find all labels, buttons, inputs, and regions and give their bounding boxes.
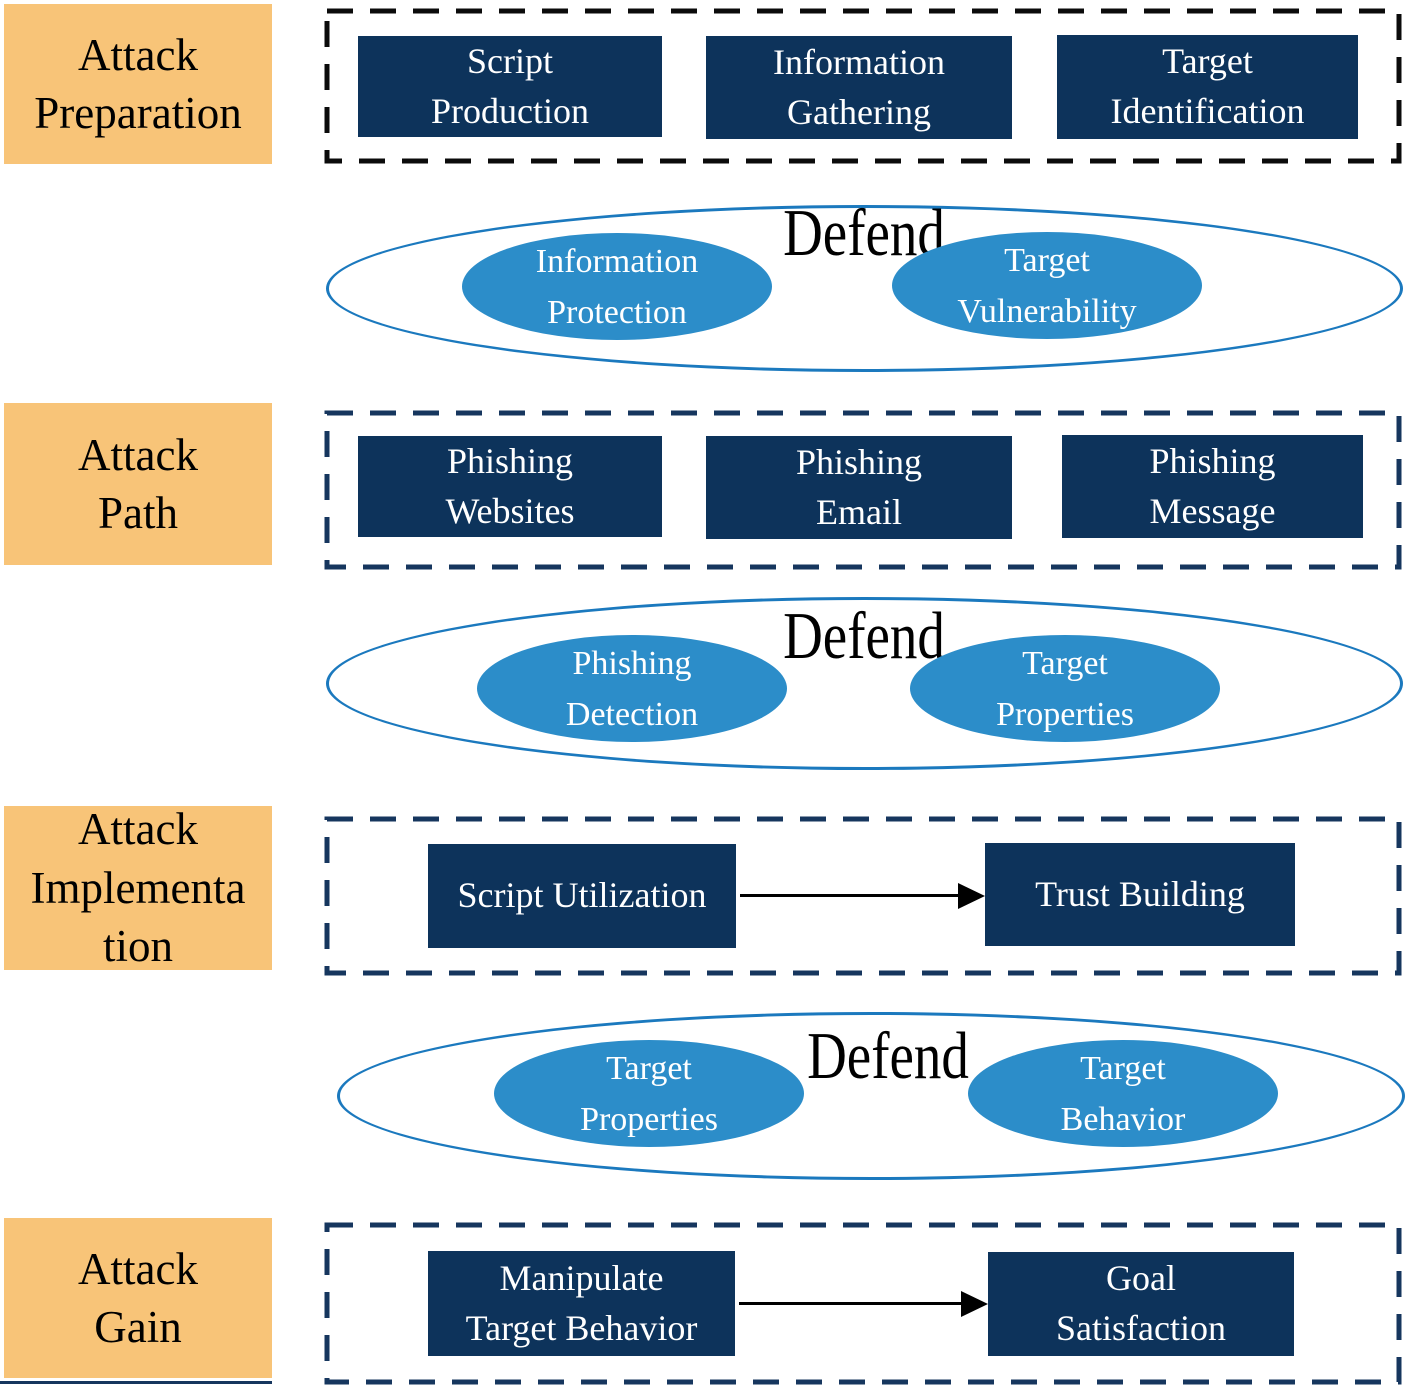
node-manipulate-target-behavior: Manipulate Target Behavior — [428, 1251, 735, 1356]
node-script-production: Script Production — [358, 36, 662, 137]
stage-attack-path: Phishing Websites Phishing Email Phishin… — [324, 410, 1402, 570]
phase-label-attack-gain: Attack Gain — [4, 1218, 272, 1378]
phase-label-attack-implementation: Attack Implementa tion — [4, 804, 272, 971]
defend-group-implementation: Defend Target Properties Target Behavior — [337, 1012, 1405, 1180]
node-target-identification: Target Identification — [1057, 35, 1358, 139]
dashed-border — [324, 816, 1402, 976]
arrow-manipulate-to-goal-satisfaction — [739, 1302, 961, 1305]
defend-title: Defend — [807, 1018, 969, 1093]
stage-attack-gain: Manipulate Target Behavior Goal Satisfac… — [324, 1222, 1402, 1385]
defend-item-information-protection: Information Protection — [462, 233, 772, 340]
dashed-border — [324, 1222, 1402, 1385]
dashed-border — [324, 410, 1402, 570]
node-phishing-websites: Phishing Websites — [358, 436, 662, 537]
defend-group-preparation: Defend Information Protection Target Vul… — [326, 199, 1403, 372]
node-phishing-email: Phishing Email — [706, 436, 1012, 539]
node-script-utilization: Script Utilization — [428, 844, 736, 948]
dashed-border — [324, 8, 1402, 164]
node-information-gathering: Information Gathering — [706, 36, 1012, 139]
defend-item-target-properties: Target Properties — [494, 1040, 804, 1147]
node-goal-satisfaction: Goal Satisfaction — [988, 1252, 1294, 1356]
node-phishing-message: Phishing Message — [1062, 435, 1363, 538]
bottom-edge-line — [0, 1381, 272, 1384]
defend-item-target-behavior: Target Behavior — [968, 1040, 1278, 1147]
stage-attack-preparation: Script Production Information Gathering … — [324, 8, 1402, 164]
phase-label-attack-path: Attack Path — [4, 403, 272, 565]
node-trust-building: Trust Building — [985, 843, 1295, 946]
stage-attack-implementation: Script Utilization Trust Building — [324, 816, 1402, 976]
defend-title: Defend — [783, 598, 945, 673]
defend-item-target-properties: Target Properties — [910, 635, 1220, 742]
defend-item-target-vulnerability: Target Vulnerability — [892, 232, 1202, 339]
defend-group-path: Defend Phishing Detection Target Propert… — [326, 597, 1403, 770]
phase-label-attack-preparation: Attack Preparation — [4, 4, 272, 164]
arrow-script-utilization-to-trust-building — [740, 894, 958, 897]
defend-item-phishing-detection: Phishing Detection — [477, 635, 787, 742]
